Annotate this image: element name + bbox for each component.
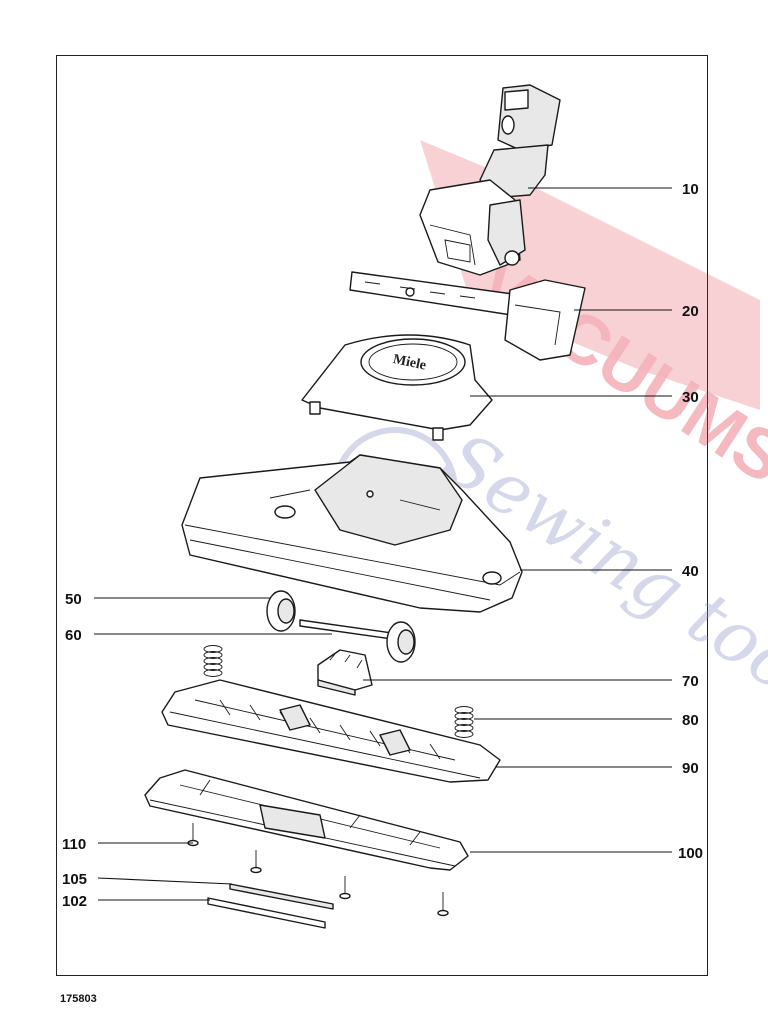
callout-70: 70 [682, 673, 699, 690]
callout-102: 102 [62, 893, 87, 910]
part-30-top-cover: Miele [301, 334, 493, 441]
callout-30: 30 [682, 389, 699, 406]
callout-50: 50 [65, 591, 82, 608]
document-number: 175803 [60, 993, 97, 1005]
part-50-60-wheels-axle [266, 590, 416, 663]
callout-10: 10 [682, 181, 699, 198]
part-90-base-frame [161, 679, 501, 783]
callout-90: 90 [682, 760, 699, 777]
callout-110: 110 [62, 836, 86, 853]
part-80-springs [203, 645, 474, 738]
part-70-clip [317, 649, 373, 696]
callout-80: 80 [682, 712, 699, 729]
part-105-102-strips [207, 883, 334, 929]
callout-40: 40 [682, 563, 699, 580]
callout-20: 20 [682, 303, 699, 320]
part-20-connector-cover [349, 271, 586, 361]
callout-100: 100 [678, 845, 703, 862]
diagram-frame [56, 55, 708, 976]
part-40-main-housing [181, 454, 523, 613]
leader-lines [94, 187, 672, 901]
callout-105: 105 [62, 871, 87, 888]
part-10-swivel-neck [419, 84, 561, 276]
part-100-sole-plate [144, 769, 469, 871]
callout-labels: 10 20 30 40 50 60 70 80 90 100 110 105 1… [62, 181, 703, 910]
part-110-screws [187, 823, 449, 917]
callout-60: 60 [65, 627, 82, 644]
brand-logo-text: Miele [392, 352, 428, 374]
